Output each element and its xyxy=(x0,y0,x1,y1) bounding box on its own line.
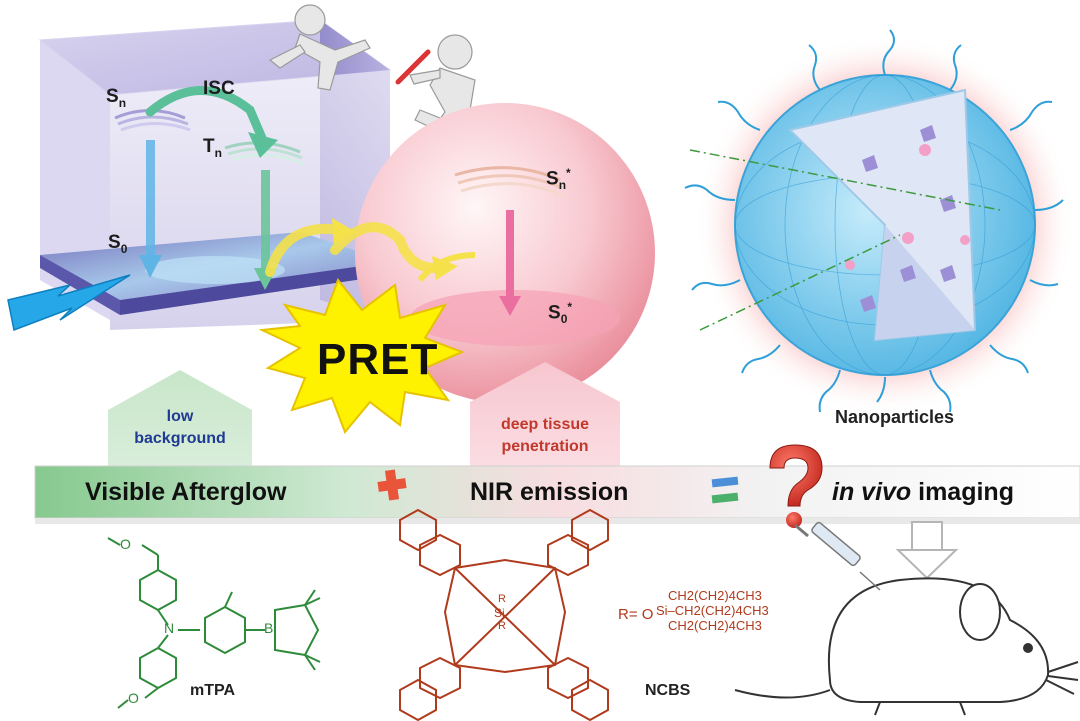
ncbs-core-r-bottom: R xyxy=(498,620,506,632)
state-sn-star-label: Sn* xyxy=(546,166,571,193)
visible-afterglow-label: Visible Afterglow xyxy=(85,478,287,506)
deep-tissue-text: deep tissue penetration xyxy=(500,416,590,455)
mtpa-structure xyxy=(107,537,321,709)
ncbs-structure xyxy=(399,508,609,721)
fluorescence-arrow xyxy=(139,140,162,278)
property-bar xyxy=(34,465,1080,519)
down-arrow-to-mouse xyxy=(895,521,959,580)
r-group-line3: CH2(CH2)4CH3 xyxy=(668,618,762,633)
ncbs-label: NCBS xyxy=(645,682,691,699)
question-mark-icon xyxy=(769,444,823,528)
ncbs-core-si: Si xyxy=(494,606,505,620)
state-sn-label: Sn xyxy=(106,86,127,110)
r-group-prefix: R= O xyxy=(618,606,654,623)
mtpa-nitrogen: N xyxy=(164,620,175,636)
state-s0-label: S0 xyxy=(108,232,128,256)
in-vivo-imaging-label: in vivo imaging xyxy=(832,478,1014,506)
house-deep-tissue xyxy=(470,362,620,468)
excitation-box xyxy=(38,19,392,330)
nanoparticle xyxy=(684,29,1075,415)
pret-star xyxy=(258,277,465,434)
mtpa-oxygen-bottom: O xyxy=(128,690,139,706)
nir-emission-arrow xyxy=(499,210,521,316)
ncbs-core-r-top: R xyxy=(498,593,506,605)
state-s0-star-label: S0* xyxy=(548,300,573,327)
r-group-line2: Si–CH2(CH2)4CH3 xyxy=(656,603,769,618)
isc-label: ISC xyxy=(203,78,235,99)
mtpa-label: mTPA xyxy=(190,682,236,699)
baton-icon xyxy=(395,49,431,85)
state-tn-label: Tn xyxy=(203,136,222,160)
energy-transfer-arrows xyxy=(265,222,445,277)
low-background-text: low background xyxy=(134,408,226,447)
plus-icon xyxy=(377,469,407,501)
house-low-background xyxy=(108,370,252,468)
s0-star-plane xyxy=(410,290,620,346)
nanoparticles-label: Nanoparticles xyxy=(835,407,955,427)
pret-label: PRET xyxy=(317,335,439,384)
isc-arrow xyxy=(145,86,267,143)
mtpa-boron: B xyxy=(264,620,274,636)
sn-star-level xyxy=(454,166,565,198)
equals-icon xyxy=(711,476,739,504)
nir-emission-label: NIR emission xyxy=(470,478,629,506)
mouse-illustration xyxy=(734,577,1079,716)
r-group-line1: CH2(CH2)4CH3 xyxy=(668,588,762,603)
mtpa-oxygen-top: O xyxy=(120,536,131,552)
lightning-icon xyxy=(7,274,131,332)
syringe-icon xyxy=(794,521,881,591)
